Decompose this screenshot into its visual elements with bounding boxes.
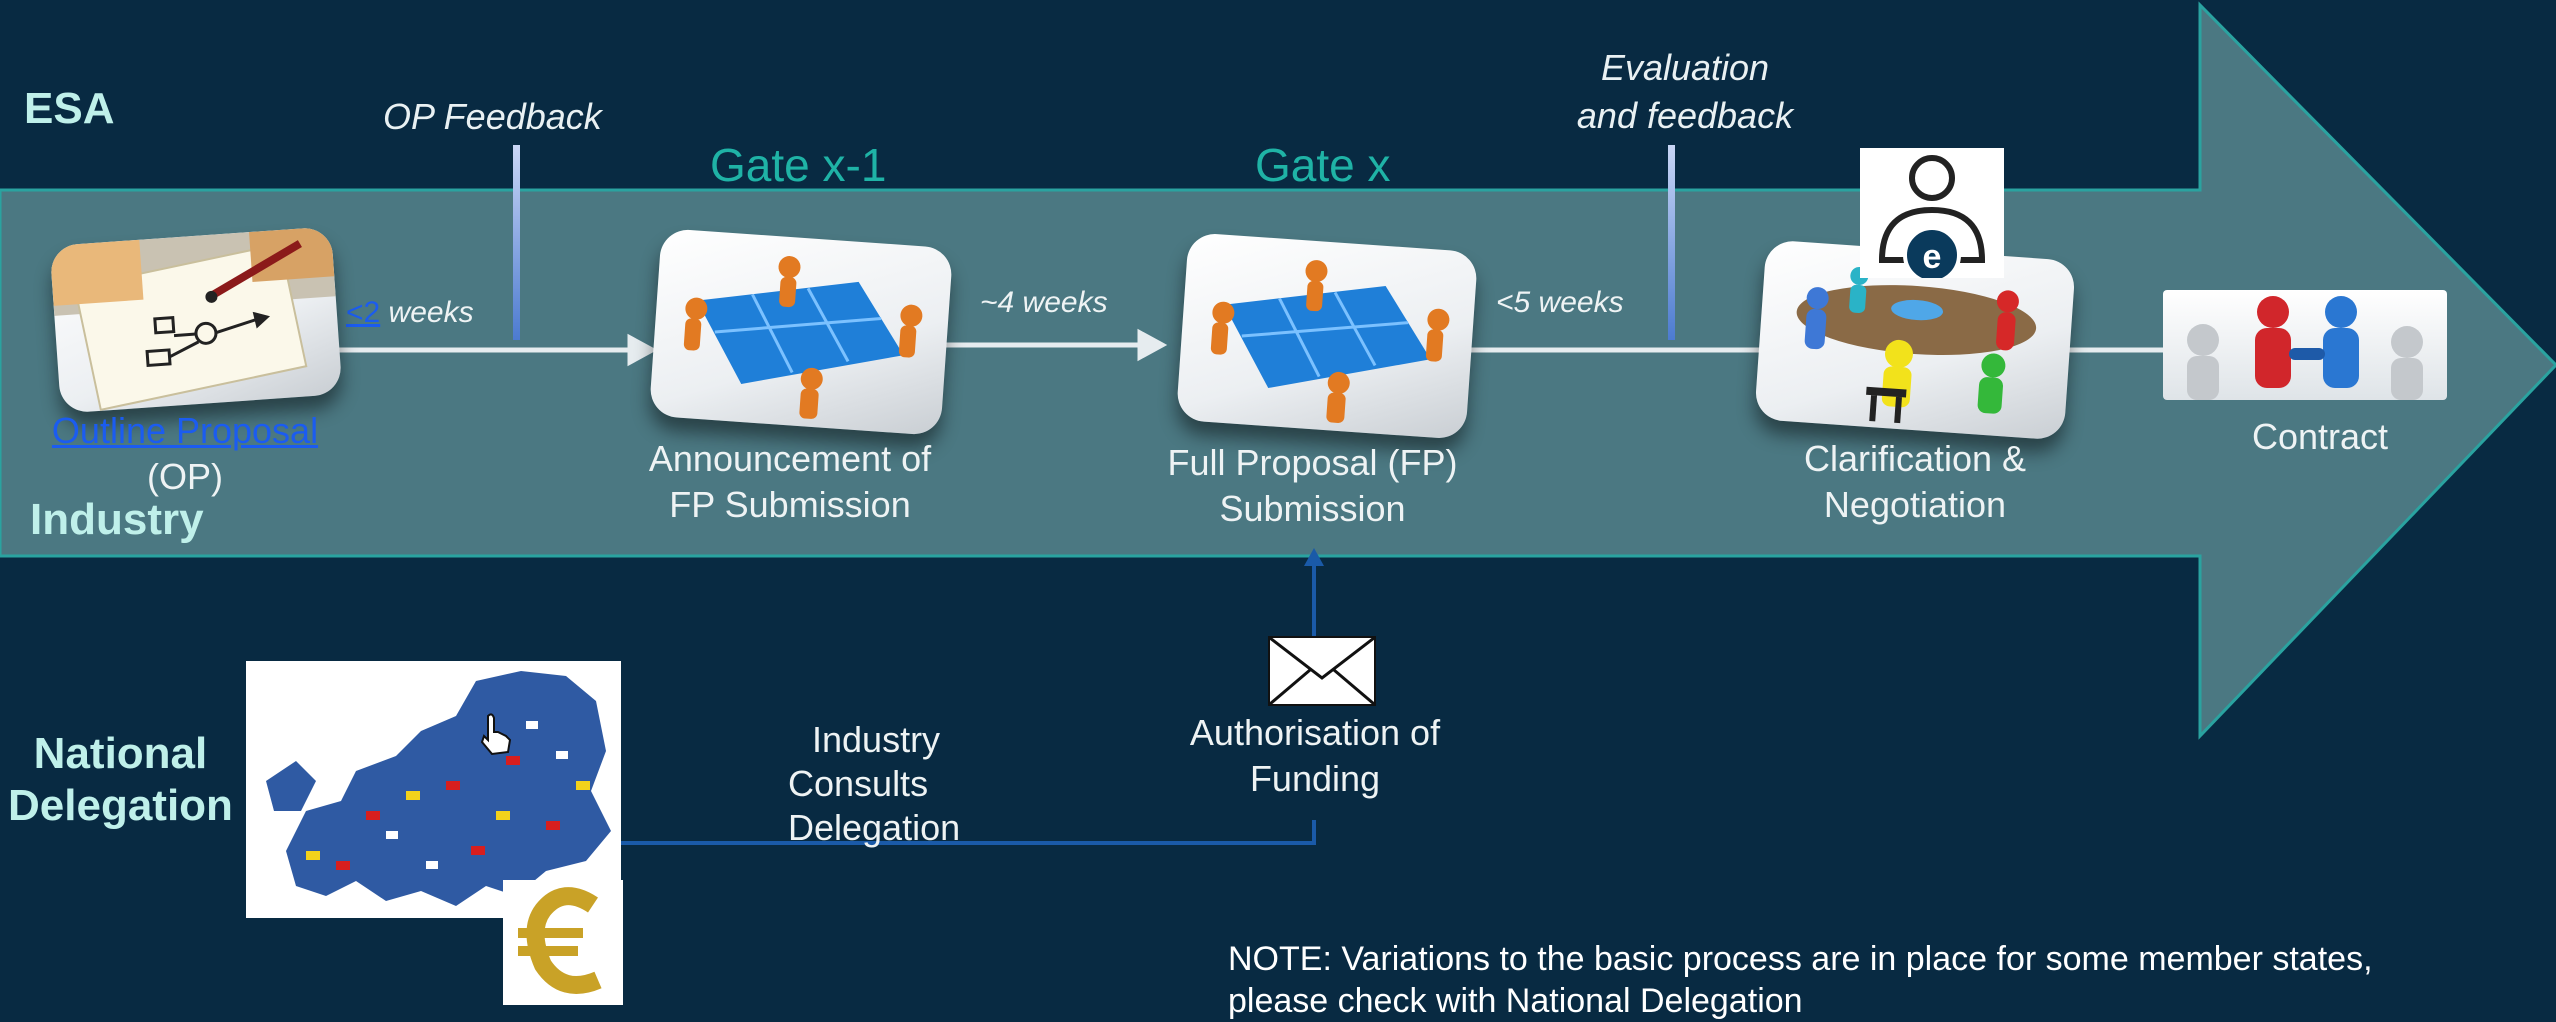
- esa-label: ESA: [24, 84, 115, 133]
- announcement-label: Announcement of FP Submission: [615, 436, 965, 528]
- note-text: NOTE: Variations to the basic process ar…: [1228, 938, 2548, 1022]
- full-proposal-line-1: Full Proposal (FP): [1167, 442, 1458, 483]
- authorisation-line-1: Authorisation of: [1189, 712, 1441, 753]
- europe-map: [246, 661, 621, 918]
- announcement-tile: [648, 228, 954, 436]
- duration-op-to-announcement: <2 weeks: [346, 296, 474, 330]
- op-feedback-label: OP Feedback: [383, 96, 602, 137]
- consults-line-2: Consults: [788, 763, 929, 804]
- authorisation-label: Authorisation of Funding: [1160, 710, 1470, 802]
- duration-fp-to-clarification: <5 weeks: [1496, 286, 1624, 319]
- euro-image: [503, 880, 623, 1005]
- full-proposal-line-2: Submission: [1219, 488, 1406, 529]
- op-feedback-bar: [513, 145, 520, 340]
- clarification-line-1: Clarification &: [1803, 438, 2027, 479]
- duration-weeks: weeks: [380, 296, 474, 329]
- clarification-label: Clarification & Negotiation: [1745, 436, 2085, 528]
- evaluation-feedback-bar: [1668, 145, 1675, 340]
- evaluation-feedback-label: Evaluation and feedback: [1560, 44, 1810, 140]
- national-line: National: [33, 729, 208, 778]
- gate-x-minus-1: Gate x-1: [710, 139, 887, 191]
- full-proposal-tile: [1175, 232, 1479, 440]
- authorisation-line-2: Funding: [1249, 758, 1381, 799]
- outline-proposal-link[interactable]: Outline Proposal: [51, 410, 319, 451]
- delegation-line: Delegation: [8, 781, 233, 830]
- europe-map-icon: [266, 671, 611, 906]
- contract-image: [2163, 290, 2447, 400]
- national-delegation-label: National Delegation: [8, 728, 233, 832]
- industry-label: Industry: [30, 495, 204, 544]
- puzzle-team-icon: [683, 256, 923, 419]
- contract-label: Contract: [2251, 416, 2389, 457]
- note-line-2: please check with National Delegation: [1228, 982, 1803, 1020]
- announcement-line-2: FP Submission: [669, 484, 911, 525]
- duration-link[interactable]: <2: [346, 296, 381, 329]
- user-seal-icon: e: [1860, 148, 2004, 284]
- outline-proposal-tile: [49, 226, 343, 414]
- evaluation-line: Evaluation: [1600, 47, 1770, 88]
- outline-proposal-label: Outline Proposal (OP): [30, 408, 340, 500]
- meeting-table-icon: [1796, 266, 2037, 424]
- clarification-tile: [1754, 239, 2076, 441]
- puzzle-team-icon: [1210, 260, 1450, 423]
- clarification-line-2: Negotiation: [1823, 484, 2007, 525]
- consults-line-3: Delegation: [788, 807, 961, 848]
- consults-line-1: Industry: [812, 719, 941, 760]
- industry-consults-label: Industry Consults Delegation: [788, 718, 1008, 850]
- outline-proposal-abbr: (OP): [147, 456, 223, 497]
- duration-announcement-to-fp: ~4 weeks: [980, 286, 1108, 319]
- hand-cursor-icon: [478, 712, 514, 763]
- euro-icon: [518, 887, 602, 994]
- note-line-1: NOTE: Variations to the basic process ar…: [1228, 940, 2373, 978]
- funding-line: [620, 820, 1316, 845]
- full-proposal-label: Full Proposal (FP) Submission: [1130, 440, 1495, 532]
- and-feedback-line: and feedback: [1576, 95, 1794, 136]
- outline-proposal-icon: [49, 226, 336, 412]
- svg-text:e: e: [1923, 238, 1942, 276]
- envelope-icon: [1268, 636, 1376, 706]
- handshake-icon: [2187, 296, 2423, 400]
- gate-x: Gate x: [1255, 139, 1391, 191]
- announcement-line-1: Announcement of: [648, 438, 932, 479]
